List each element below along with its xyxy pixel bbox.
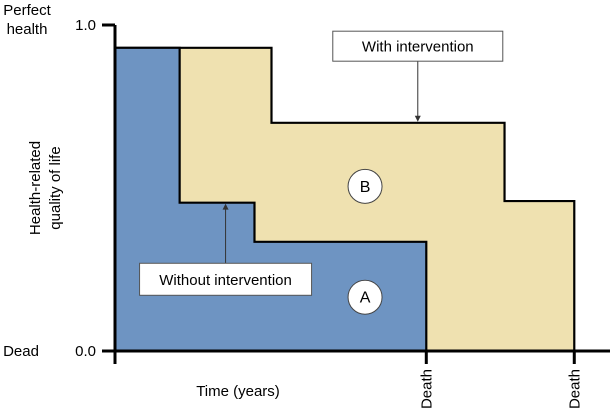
area-a-label: A: [360, 290, 371, 307]
area-b-marker: [347, 168, 383, 204]
dead-label: Dead: [3, 343, 39, 360]
with-intervention-box: [332, 30, 504, 62]
y-tick-label-bottom: 0.0: [75, 343, 96, 360]
axis-labels: Perfect health Dead 1.0 0.0 Health-relat…: [3, 2, 583, 409]
y-tick-label-top: 1.0: [75, 17, 96, 34]
perfect-health-line-2: health: [7, 21, 48, 38]
y-axis-title-line-2: quality of life: [47, 146, 64, 229]
area-b-label: B: [360, 179, 371, 196]
without-intervention-arrowhead: [222, 203, 229, 210]
axes: [102, 23, 610, 364]
death-label-1: Death: [418, 369, 435, 409]
x-axis-title: Time (years): [196, 383, 280, 400]
area-a-marker: [347, 279, 383, 315]
without-intervention-label: Without intervention: [159, 272, 292, 289]
with-intervention-label: With intervention: [362, 39, 474, 56]
y-axis-title-line-1: Health-related: [27, 141, 44, 235]
annotations: With intervention Without intervention B…: [139, 30, 504, 315]
area-layer: [113, 46, 576, 353]
with-intervention-arrowhead: [414, 115, 421, 122]
death-label-2: Death: [566, 369, 583, 409]
without-intervention-box: [139, 262, 313, 296]
perfect-health-line-1: Perfect: [3, 2, 51, 19]
